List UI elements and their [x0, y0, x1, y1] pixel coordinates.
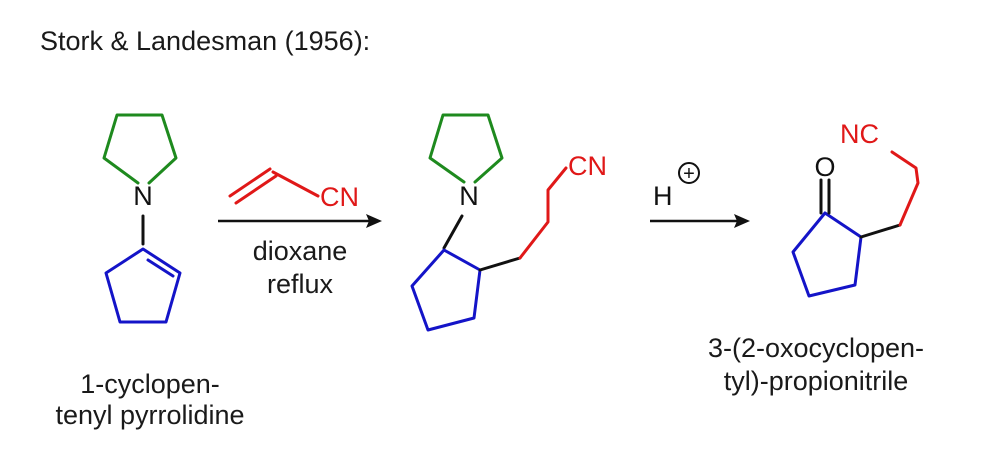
product-name-line1: 3-(2-oxocyclopen- [708, 333, 924, 363]
intermediate-cn-label: CN [568, 151, 607, 181]
product-oxygen-label: O [814, 152, 835, 182]
reaction-arrow-1 [218, 214, 382, 228]
reactant-cyclopentene-ring [104, 247, 182, 324]
scheme-title: Stork & Landesman (1956): [40, 26, 370, 56]
proton-charge: + [678, 162, 700, 185]
reactant-double-bond [146, 258, 175, 278]
acrylonitrile-single-bond [271, 170, 320, 198]
reactant-name-line1: 1-cyclopen- [80, 369, 220, 399]
reactant-pyrrolidine-ring [102, 113, 178, 185]
acrylonitrile-reagent: CN [228, 167, 359, 212]
intermediate-cyclopentane-ring [410, 248, 482, 332]
charge-circle-icon [678, 162, 700, 184]
intermediate-pyrrolidine-ring [428, 113, 504, 184]
reaction-arrow-2 [650, 214, 750, 228]
condition-solvent: dioxane [253, 236, 348, 266]
intermediate-nitrile-chain [518, 166, 568, 260]
product-cyclopentanone-ring [791, 211, 863, 298]
acid-reagent-h: H [653, 181, 673, 211]
intermediate-nitrogen-label: N [459, 181, 479, 211]
acrylonitrile-cn-label: CN [320, 182, 359, 212]
charge-symbol: + [683, 163, 695, 185]
acrylonitrile-double-bond-a [228, 167, 272, 198]
intermediate-molecule: N CN [410, 113, 607, 332]
acrylonitrile-double-bond-b [234, 174, 278, 205]
condition-temperature: reflux [267, 269, 334, 299]
product-c-chain-bond [859, 223, 902, 239]
product-nc-label: NC [840, 119, 879, 149]
reactant-name-line2: tenyl pyrrolidine [55, 400, 244, 430]
reactant-molecule: N [102, 113, 182, 324]
intermediate-n-c-bond [442, 214, 464, 250]
product-nitrile-chain [890, 150, 920, 227]
reactant-nitrogen-label: N [133, 181, 153, 211]
intermediate-c-chain-bond [478, 256, 522, 272]
product-molecule: O NC [791, 119, 920, 298]
product-name-line2: tyl)-propionitrile [724, 366, 909, 396]
